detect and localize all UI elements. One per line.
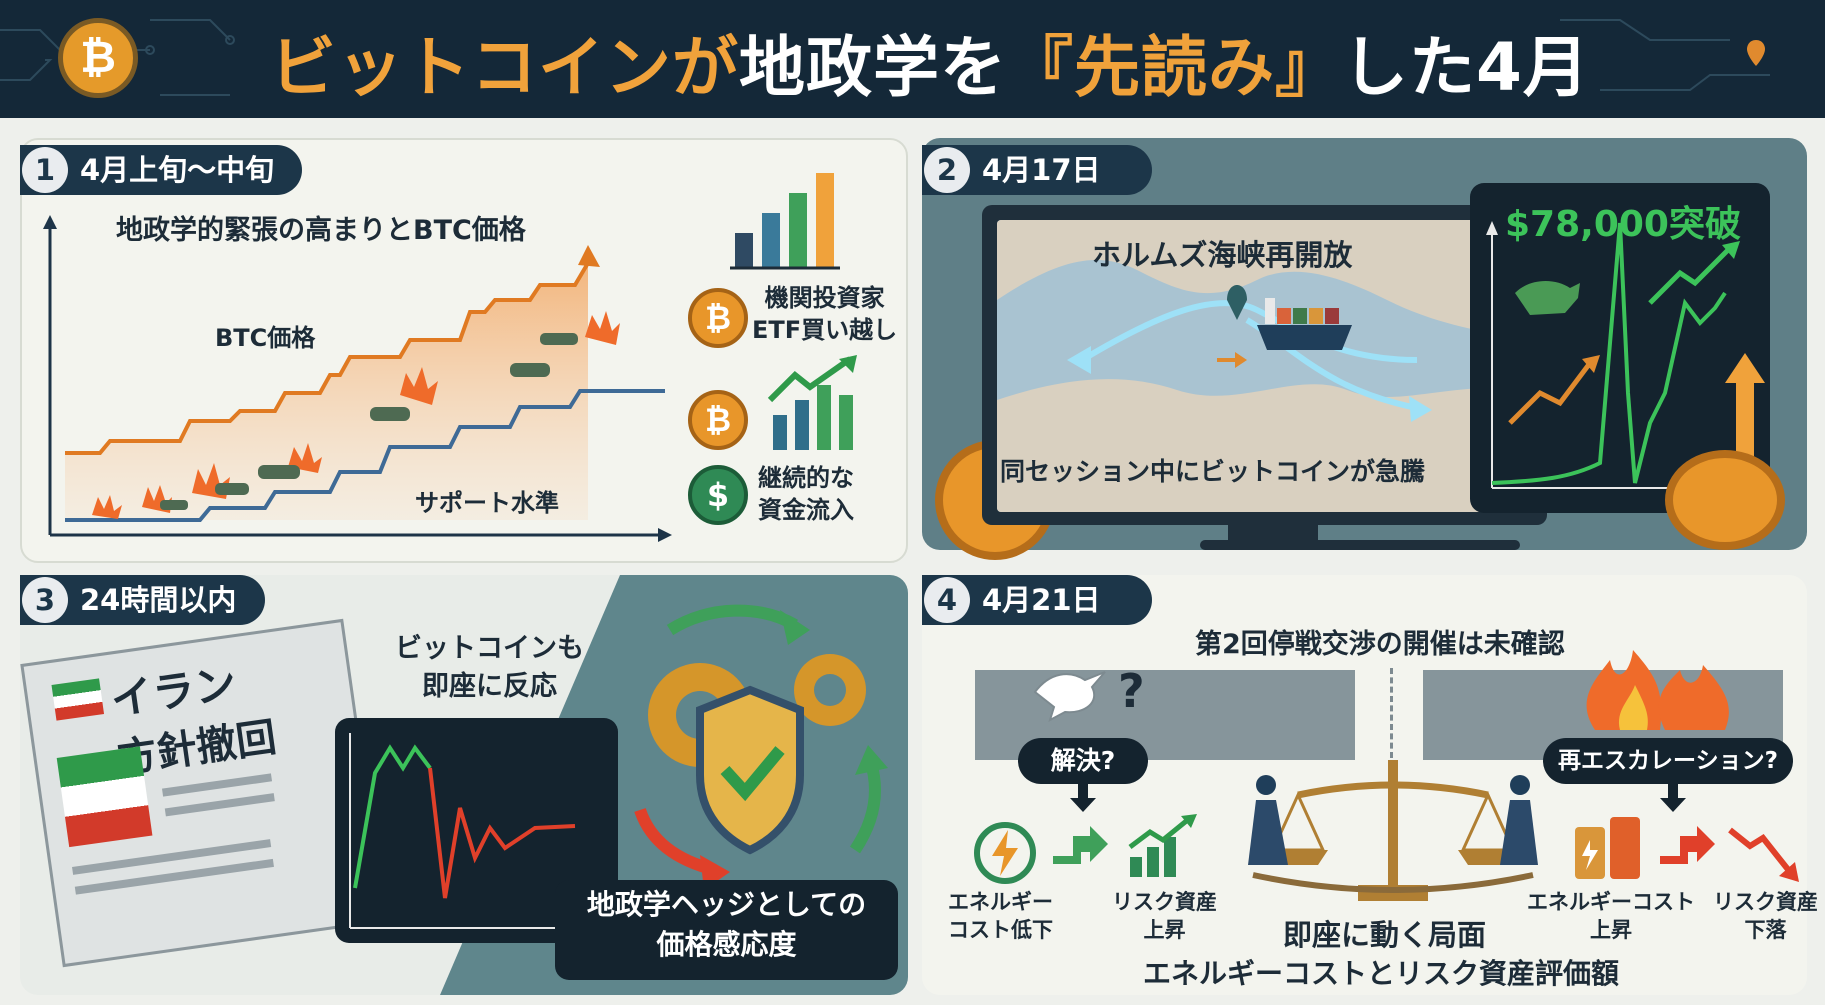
price-spike-line xyxy=(1491,222,1727,485)
iran-flag-large-icon xyxy=(56,746,153,848)
green-arrow-icon xyxy=(1053,826,1108,864)
reaction-label: ビットコインも即座に反応 xyxy=(395,633,584,702)
dove-icon xyxy=(1033,671,1106,722)
bull-icon xyxy=(1515,281,1580,315)
btc-price-line xyxy=(65,261,590,455)
rising-arrow-icon xyxy=(767,355,857,450)
down-arrow-icon xyxy=(1660,784,1686,812)
tank-icons xyxy=(160,333,578,510)
fuel-barrel-icon xyxy=(1575,817,1640,879)
newspaper: イラン 方針撤回 xyxy=(20,618,386,968)
dollar-coin-icon: $ xyxy=(688,465,748,525)
escalation-bubble: 再エスカレーション? xyxy=(1543,738,1793,784)
support-level-line xyxy=(65,389,665,522)
support-level-label: サポート水準 xyxy=(415,489,559,517)
price-breakout-title: $78,000突破 xyxy=(1505,204,1741,245)
balance-scale-icon xyxy=(1248,760,1538,901)
energy-cost-down-label: エネルギーコスト低下 xyxy=(948,890,1053,942)
risk-assets-up-label: リスク資産上昇 xyxy=(1112,890,1217,942)
iran-flag-icon xyxy=(51,678,105,721)
resolution-bubble: 解決? xyxy=(1018,738,1148,784)
falling-arrow-icon xyxy=(1728,827,1799,882)
energy-bolt-icon xyxy=(974,822,1036,884)
header-banner: ₿ ビットコインが地政学を『先読み』した4月 xyxy=(0,0,1825,118)
hedge-label-box xyxy=(555,880,898,980)
energy-risk-valuation-label: エネルギーコストとリスク資産評価額 xyxy=(1143,957,1620,990)
bitcoin-coin-icon: ₿ xyxy=(688,390,748,450)
map-pin-icon xyxy=(1227,285,1247,320)
hormuz-map xyxy=(997,220,1532,512)
divider xyxy=(1390,668,1393,758)
bitcoin-logo-icon: ₿ xyxy=(58,18,138,98)
down-arrow-icon xyxy=(1070,784,1096,812)
bitcoin-coin-icon xyxy=(1665,450,1785,550)
location-pin-icon xyxy=(1747,40,1765,66)
btc-price-label: BTC価格 xyxy=(215,324,316,352)
red-arrow-icon xyxy=(1660,826,1715,864)
immediate-phase-label: 即座に動く局面 xyxy=(1283,918,1487,952)
bar-chart-icon xyxy=(730,173,840,270)
hedge-shield-gears-icon xyxy=(634,604,888,890)
page-title: ビットコインが地政学を『先読み』した4月 xyxy=(270,29,1590,106)
capital-inflow-label: 継続的な資金流入 xyxy=(758,464,854,524)
btc-staircase-chart xyxy=(43,215,672,542)
map-title: ホルムズ海峡再開放 xyxy=(1092,238,1353,272)
rising-bars-icon xyxy=(1128,814,1197,877)
fire-icon xyxy=(1586,650,1729,730)
surge-caption: 同セッション中にビットコインが急騰 xyxy=(1000,457,1426,486)
ceasefire-subtitle: 第2回停戦交渉の開催は未確認 xyxy=(1195,629,1565,660)
explosion-icons xyxy=(92,311,620,519)
cargo-ship-icon xyxy=(1257,298,1352,350)
monitor-base xyxy=(1200,540,1520,550)
bitcoin-coin-icon: ₿ xyxy=(688,288,748,348)
chart-title: 地政学的緊張の高まりとBTC価格 xyxy=(116,215,526,246)
risk-assets-down-label: リスク資産下落 xyxy=(1713,890,1818,942)
energy-cost-up-label: エネルギーコスト上昇 xyxy=(1527,890,1695,942)
question-mark: ? xyxy=(1118,664,1145,718)
hedge-label: 地政学ヘッジとしての価格感応度 xyxy=(586,888,867,961)
